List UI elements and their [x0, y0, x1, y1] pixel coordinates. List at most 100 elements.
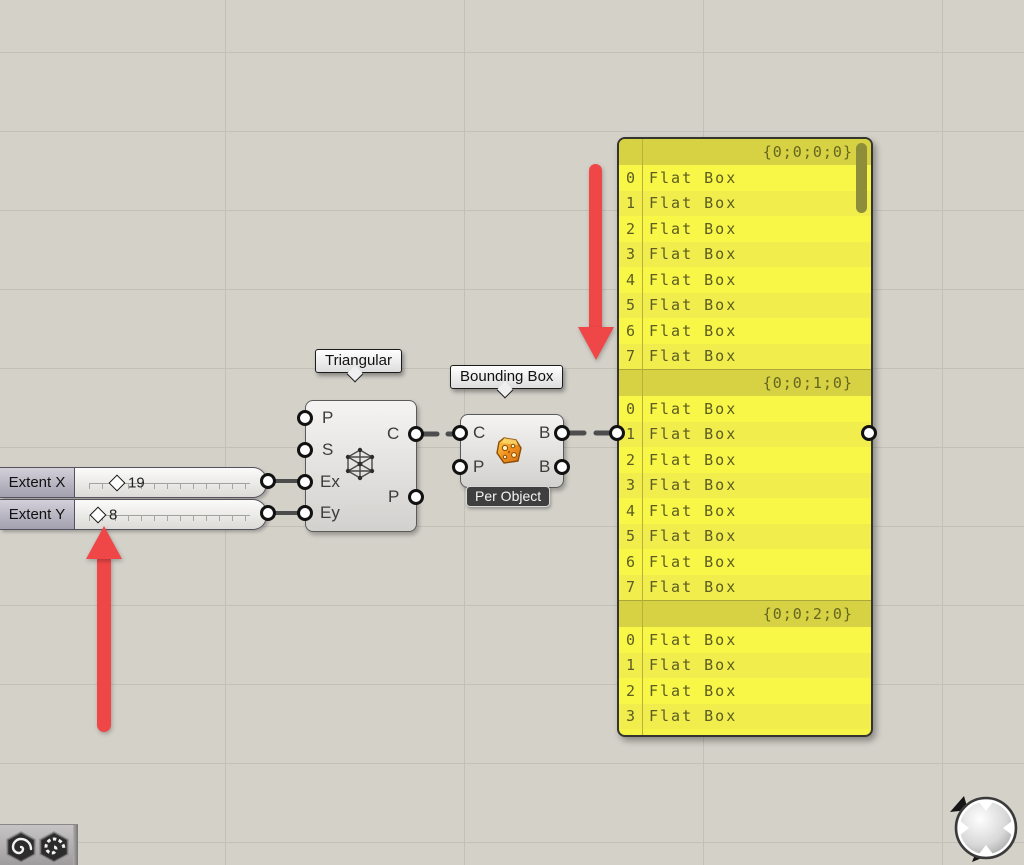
slider-value: 8 [109, 506, 118, 523]
panel-row-index: 3 [625, 245, 636, 264]
panel-input-hook[interactable] [609, 425, 625, 441]
bounding-box-output-b2-hook[interactable] [554, 459, 570, 475]
bounding-box-output-b1-label: B [539, 423, 551, 442]
panel-row-index: 2 [625, 219, 636, 238]
panel-row: 2 Flat Box [619, 216, 871, 242]
bounding-box-input-p-label: P [473, 457, 485, 476]
triangular-input-ey-label: Ey [320, 503, 340, 522]
red-arrow-up-head [86, 526, 122, 559]
panel-row-value: Flat Box [649, 476, 738, 495]
ball-top-wedge-icon [979, 802, 993, 811]
slider-x-output-hook[interactable] [260, 473, 276, 489]
ball-right-wedge-icon [1003, 821, 1012, 835]
panel-row-value: Flat Box [649, 450, 738, 469]
triangular-input-ex-label: Ex [320, 472, 340, 491]
panel-row: 1 Flat Box [619, 421, 871, 447]
per-object-tag: Per Object [466, 486, 551, 507]
panel-row: 7 Flat Box [619, 343, 871, 369]
bounding-box-input-c-hook[interactable] [452, 425, 468, 441]
panel-row: 3 Flat Box [619, 241, 871, 267]
toolbar-edge [73, 825, 78, 865]
panel-row-index: 0 [625, 168, 636, 187]
bounding-box-input-p-hook[interactable] [452, 459, 468, 475]
panel-row-value: Flat Box [649, 296, 738, 315]
panel-row-index: 7 [625, 578, 636, 597]
hex-spiral-icon-solid[interactable] [5, 830, 37, 864]
panel-row: 7 Flat Box [619, 574, 871, 600]
triangular-output-c-hook[interactable] [408, 426, 424, 442]
panel-row-value: Flat Box [649, 552, 738, 571]
panel-row-index: 7 [625, 347, 636, 366]
slider-track[interactable]: 8 [75, 500, 266, 529]
triangular-output-p-label: P [388, 487, 400, 506]
hex-spiral-icon-striped[interactable] [38, 830, 70, 864]
triangular-input-s-label: S [322, 440, 334, 459]
slider-name-plate[interactable]: Extent Y [0, 500, 75, 529]
triangular-grid-icon [345, 447, 375, 481]
panel-row: 4 Flat Box [619, 498, 871, 524]
panel-row: 1 Flat Box [619, 652, 871, 678]
wire-extent-y-to-ey[interactable] [266, 511, 306, 515]
triangular-output-p-hook[interactable] [408, 489, 424, 505]
bounding-box-output-b1-hook[interactable] [554, 425, 570, 441]
wire-extent-x-to-ex[interactable] [266, 479, 306, 483]
bounding-box-tooltip: Bounding Box [450, 365, 564, 389]
panel-output-hook[interactable] [861, 425, 877, 441]
panel-row-index: 6 [625, 321, 636, 340]
bounding-box-output-b2-label: B [539, 457, 551, 476]
triangular-input-ex-hook[interactable] [297, 474, 313, 490]
panel-row: 0 Flat Box [619, 627, 871, 653]
panel-row-value: Flat Box [649, 630, 738, 649]
panel-row-index: 4 [625, 270, 636, 289]
panel-row-value: Flat Box [649, 245, 738, 264]
panel-row-index: 5 [625, 527, 636, 546]
panel-row-index: 1 [625, 656, 636, 675]
number-slider-extent-y[interactable]: Extent Y 8 [0, 499, 267, 530]
panel-row-value: Flat Box [649, 219, 738, 238]
panel-index-divider [642, 139, 643, 735]
panel-row-index: 0 [625, 630, 636, 649]
panel-row-index: 1 [625, 425, 636, 444]
red-arrow-down-head [578, 327, 614, 360]
panel-row-index: 3 [625, 707, 636, 726]
bottom-left-toolbar [0, 824, 78, 865]
slider-track[interactable]: 19 [75, 468, 266, 497]
panel-row-value: Flat Box [649, 501, 738, 520]
panel-row-index: 5 [625, 296, 636, 315]
number-slider-extent-x[interactable]: Extent X 19 [0, 467, 267, 498]
slider-name-plate[interactable]: Extent X [0, 468, 75, 497]
ball-bottom-wedge-icon [979, 845, 993, 854]
triangular-input-p-label: P [322, 408, 334, 427]
slider-track-ticks [89, 514, 250, 521]
triangular-input-s-hook[interactable] [297, 442, 313, 458]
panel-scrollbar[interactable] [856, 143, 867, 213]
red-arrow-down-shaft [589, 164, 602, 330]
panel-row-value: Flat Box [649, 656, 738, 675]
slider-y-output-hook[interactable] [260, 505, 276, 521]
panel-row-index: 0 [625, 399, 636, 418]
panel-row-value: Flat Box [649, 578, 738, 597]
panel-row-value: Flat Box [649, 681, 738, 700]
ball-left-wedge-icon [960, 821, 969, 835]
panel-row-index: 4 [625, 501, 636, 520]
panel-path-header: {0;0;0;0} [619, 139, 871, 165]
panel-path-header: {0;0;2;0} [619, 600, 871, 627]
panel-row-value: Flat Box [649, 425, 738, 444]
red-arrow-up-shaft [97, 558, 111, 732]
triangular-input-p-hook[interactable] [297, 410, 313, 426]
view-navigation-ball[interactable] [942, 788, 1024, 865]
panel-row-value: Flat Box [649, 347, 738, 366]
triangular-input-ey-hook[interactable] [297, 505, 313, 521]
panel-row-value: Flat Box [649, 399, 738, 418]
